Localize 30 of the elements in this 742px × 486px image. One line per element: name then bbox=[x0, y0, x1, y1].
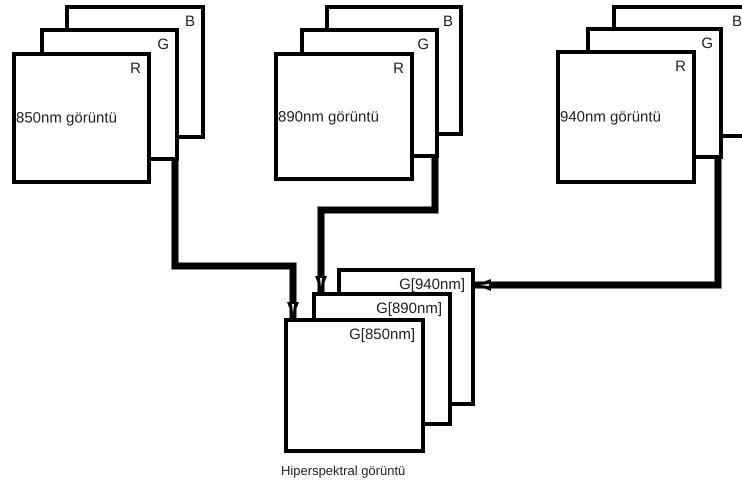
channel-frame bbox=[284, 318, 425, 453]
channel-label: B bbox=[184, 13, 195, 30]
arrow bbox=[172, 161, 299, 318]
channel-label: G bbox=[157, 36, 169, 53]
image-frame bbox=[274, 52, 414, 181]
channel-label: G bbox=[701, 35, 713, 52]
channel-label: R bbox=[675, 58, 686, 75]
channel-label: B bbox=[732, 13, 742, 30]
channel-frame bbox=[696, 27, 723, 159]
image-frame bbox=[12, 52, 151, 184]
channel-label: G[850nm] bbox=[349, 326, 415, 343]
arrow bbox=[475, 159, 722, 291]
image-label: 850nm görüntü bbox=[16, 110, 117, 126]
channel-label: G bbox=[417, 36, 429, 53]
image-label: 890nm görüntü bbox=[278, 108, 379, 125]
arrow bbox=[315, 158, 438, 292]
channel-label: G[940nm] bbox=[399, 276, 465, 293]
image-label: 940nm görüntü bbox=[560, 108, 661, 126]
channel-label: R bbox=[130, 60, 141, 77]
channel-frame bbox=[312, 292, 452, 318]
channel-frame bbox=[439, 5, 463, 136]
channel-frame bbox=[179, 5, 205, 139]
channel-frame bbox=[337, 268, 475, 292]
channel-frame bbox=[151, 28, 179, 161]
caption: Hiperspektral görüntü bbox=[281, 463, 406, 478]
channel-label: B bbox=[442, 13, 453, 30]
channel-label: G[890nm] bbox=[376, 300, 442, 317]
channel-label: R bbox=[393, 60, 404, 77]
image-frame bbox=[556, 50, 696, 184]
channel-frame bbox=[414, 28, 439, 158]
